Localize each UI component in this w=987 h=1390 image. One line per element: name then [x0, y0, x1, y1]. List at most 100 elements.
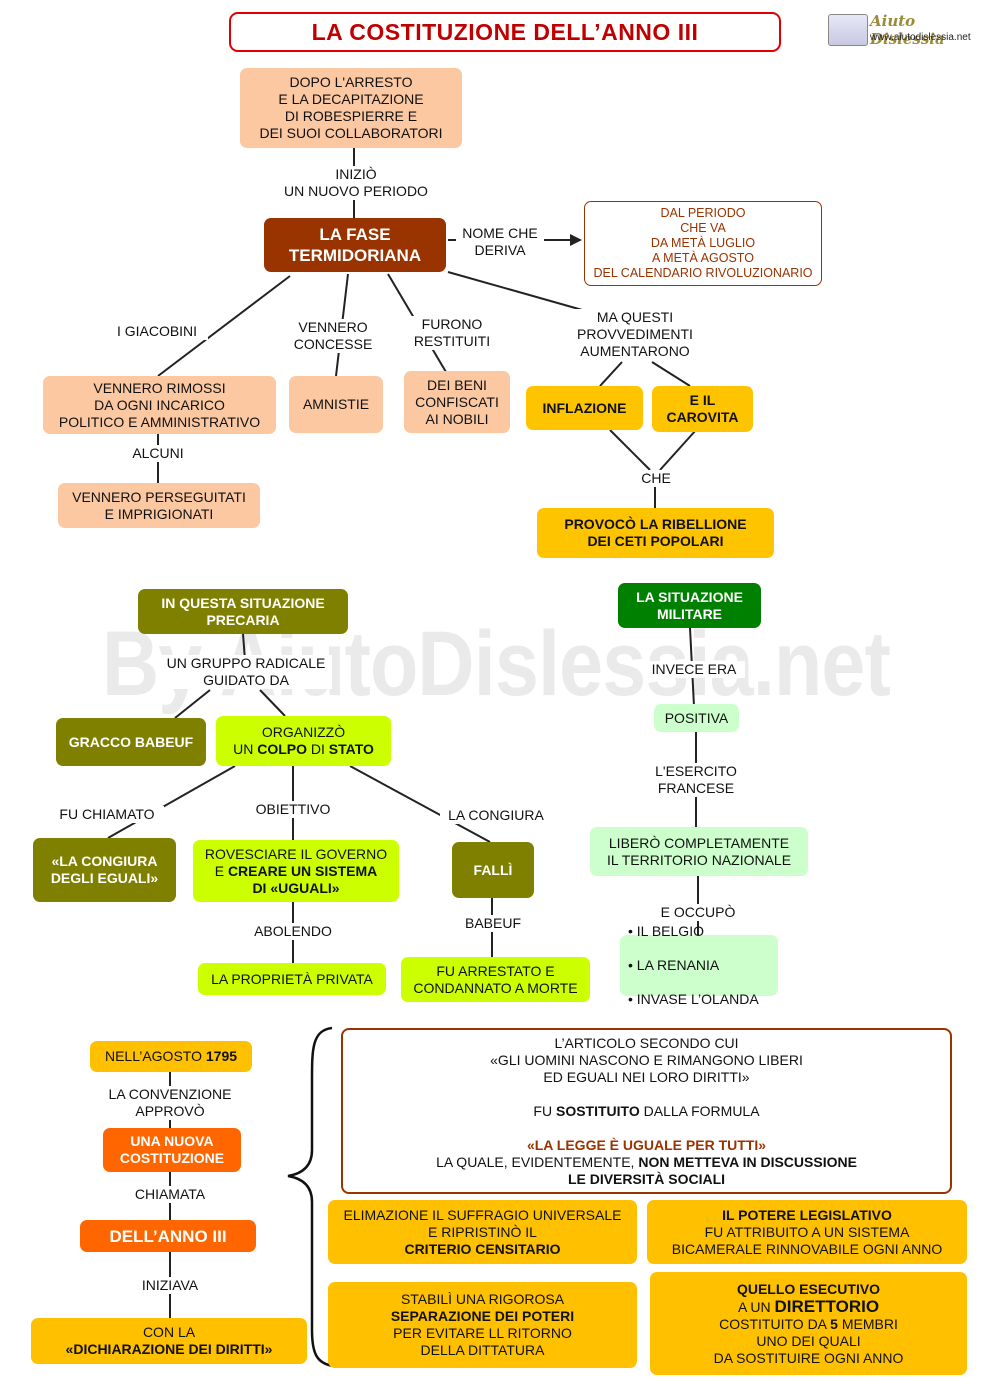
legislativo-box: IL POTERE LEGISLATIVO FU ATTRIBUITO A UN…	[647, 1200, 967, 1264]
link-abolendo: ABOLENDO	[246, 923, 340, 940]
agosto-pre: NELL’AGOSTO	[104, 1048, 206, 1064]
articolo-text-2: FU SOSTITUITO DALLA FORMULA	[533, 1103, 759, 1120]
central-fase-termidoriana: LA FASE TERMIDORIANA	[264, 218, 446, 272]
suffragio-a: ELIMAZIONE IL SUFFRAGIO UNIVERSALE E RIP…	[343, 1206, 622, 1240]
articolo-formula: «LA LEGGE È UGUALE PER TUTTI»	[526, 1136, 767, 1153]
giacobini-box: VENNERO RIMOSSI DA OGNI INCARICO POLITIC…	[43, 376, 276, 434]
positiva-box: POSITIVA	[654, 704, 739, 732]
situazione-militare-box: LA SITUAZIONE MILITARE	[618, 583, 761, 628]
legislativo-a: IL POTERE LEGISLATIVO	[722, 1206, 892, 1223]
inflazione-box: INFLAZIONE	[526, 386, 643, 430]
occupazioni-list: • IL BELGIO • LA RENANIA • INVASE L’OLAN…	[628, 906, 759, 1025]
dichiarazione-pre: CON LA	[142, 1324, 196, 1340]
logo-url: www.aiutodislessia.net	[870, 32, 971, 43]
articolo-text-1: L’ARTICOLO SECONDO CUI «GLI UOMINI NASCO…	[490, 1034, 803, 1085]
link-inizio: INIZIÒ UN NUOVO PERIODO	[276, 166, 436, 200]
proprieta-box: LA PROPRIETÀ PRIVATA	[198, 963, 386, 995]
esecutivo-f: MEMBRI	[837, 1315, 898, 1332]
esecutivo-line-2: A UN DIRETTORIO	[738, 1298, 879, 1316]
esecutivo-d: COSTITUITO DA	[719, 1315, 831, 1332]
obiettivo-box: ROVESCIARE IL GOVERNO E CREARE UN SISTEM…	[193, 840, 399, 902]
link-congiura: LA CONGIURA	[440, 807, 552, 824]
agosto-box: NELL’AGOSTO 1795	[90, 1041, 252, 1072]
link-concesse: VENNERO CONCESSE	[288, 319, 378, 353]
nuova-costituzione-box: UNA NUOVA COSTITUZIONE	[103, 1128, 241, 1172]
ribellione-box: PROVOCÒ LA RIBELLIONE DEI CETI POPOLARI	[537, 508, 774, 558]
articolo-2a: FU	[533, 1102, 556, 1119]
articolo-text-5: LE DIVERSITÀ SOCIALI	[567, 1170, 726, 1187]
arrestato-box: FU ARRESTATO E CONDANNATO A MORTE	[401, 957, 590, 1002]
logo-brand: Aiuto Dislessia	[870, 12, 945, 48]
link-babeuf: BABEUF	[458, 915, 528, 932]
legislativo-b: FU ATTRIBUITO A UN SISTEMA BICAMERALE RI…	[671, 1223, 943, 1257]
separazione-a: STABILÌ UNA RIGOROSA	[400, 1291, 565, 1307]
link-nome: NOME CHE DERIVA	[456, 225, 544, 259]
link-giacobini: I GIACOBINI	[106, 323, 208, 340]
obiettivo-d: DI «UGUALI»	[252, 879, 340, 896]
page-title: LA COSTITUZIONE DELL’ANNO III	[229, 12, 781, 52]
link-aumentarono: MA QUESTI PROVVEDIMENTI AUMENTARONO	[568, 309, 702, 360]
list-item: • INVASE L’OLANDA	[628, 991, 759, 1007]
colpo-line: UN COLPO DI STATO	[233, 741, 374, 758]
intro-box: DOPO L'ARRESTO E LA DECAPITAZIONE DI ROB…	[240, 68, 462, 148]
link-invece: INVECE ERA	[643, 661, 745, 678]
suffragio-b: CRITERIO CENSITARIO	[404, 1240, 561, 1257]
congiura-eguali-box: «LA CONGIURA DEGLI EGUALI»	[33, 838, 176, 902]
articolo-box: L’ARTICOLO SECONDO CUI «GLI UOMINI NASCO…	[341, 1028, 952, 1194]
articolo-4b: NON METTEVA IN DISCUSSIONE	[638, 1153, 857, 1170]
list-item: • LA RENANIA	[628, 957, 720, 973]
esecutivo-g: UNO DEI QUALI DA SOSTITUIRE OGNI ANNO	[713, 1332, 904, 1366]
list-item: • IL BELGIO	[628, 923, 704, 939]
perseguitati-box: VENNERO PERSEGUITATI E IMPRIGIONATI	[58, 483, 260, 528]
colpo-stato-box: ORGANIZZÒ UN COLPO DI STATO	[216, 716, 391, 766]
link-alcuni: ALCUNI	[120, 445, 196, 462]
link-iniziava: INIZIAVA	[128, 1277, 212, 1294]
esecutivo-a: QUELLO ESECUTIVO	[736, 1280, 881, 1297]
link-chiamata: CHIAMATA	[124, 1186, 216, 1203]
carovita-box: E IL CAROVITA	[652, 386, 753, 432]
amnistie-box: AMNISTIE	[289, 376, 383, 433]
esecutivo-box: QUELLO ESECUTIVO A UN DIRETTORIO COSTITU…	[650, 1272, 967, 1375]
articolo-text-4: LA QUALE, EVIDENTEMENTE, NON METTEVA IN …	[436, 1154, 857, 1171]
list-item-text: LA RENANIA	[636, 957, 720, 973]
colpo-pre: ORGANIZZÒ	[261, 724, 346, 740]
colpo-stato: STATO	[328, 741, 374, 757]
link-esercito: L'ESERCITO FRANCESE	[646, 763, 746, 797]
link-che: CHE	[636, 470, 676, 487]
list-item-text: INVASE L’OLANDA	[636, 991, 759, 1007]
anno-iii-box: DELL’ANNO III	[80, 1220, 256, 1252]
dichiarazione-box: CON LA «DICHIARAZIONE DEI DIRITTI»	[31, 1318, 307, 1364]
book-logo-icon	[828, 14, 868, 46]
suffragio-box: ELIMAZIONE IL SUFFRAGIO UNIVERSALE E RIP…	[328, 1200, 637, 1264]
occupazioni-box: • IL BELGIO • LA RENANIA • INVASE L’OLAN…	[620, 923, 778, 1007]
periodo-box: DAL PERIODO CHE VA DA METÀ LUGLIO A METÀ…	[584, 201, 822, 286]
dichiarazione-title: «DICHIARAZIONE DEI DIRITTI»	[65, 1341, 273, 1357]
esecutivo-line-3: COSTITUITO DA 5 MEMBRI	[719, 1316, 898, 1333]
link-gruppo: UN GRUPPO RADICALE GUIDATO DA	[160, 655, 332, 689]
agosto-year: 1795	[205, 1048, 238, 1064]
articolo-2b: SOSTITUITO	[555, 1102, 640, 1119]
list-item-text: IL BELGIO	[636, 923, 704, 939]
page-title-text: LA COSTITUZIONE DELL’ANNO III	[311, 18, 699, 45]
obiettivo-line: E CREARE UN SISTEMA	[215, 863, 378, 880]
obiettivo-a: ROVESCIARE IL GOVERNO	[204, 845, 388, 862]
separazione-box: STABILÌ UNA RIGOROSA SEPARAZIONE DEI POT…	[328, 1282, 637, 1368]
articolo-4a: LA QUALE, EVIDENTEMENTE,	[436, 1153, 639, 1170]
colpo-un: UN	[233, 741, 258, 757]
esecutivo-c: DIRETTORIO	[774, 1296, 880, 1316]
link-convenzione: LA CONVENZIONE APPROVÒ	[98, 1086, 242, 1120]
separazione-c: PER EVITARE LL RITORNO DELLA DITTATURA	[393, 1325, 572, 1358]
colpo-word: COLPO	[257, 741, 307, 757]
articolo-2c: DALLA FORMULA	[639, 1102, 760, 1119]
obiettivo-c: CREARE UN SISTEMA	[227, 862, 378, 879]
esecutivo-e: 5	[830, 1315, 838, 1332]
beni-box: DEI BENI CONFISCATI AI NOBILI	[404, 371, 510, 433]
link-obiettivo: OBIETTIVO	[246, 801, 340, 818]
logo: Aiuto Dislessia www.aiutodislessia.net	[828, 12, 980, 48]
obiettivo-b: E	[214, 862, 228, 879]
link-chiamato: FU CHIAMATO	[50, 806, 164, 823]
separazione-b: SEPARAZIONE DEI POTERI	[390, 1308, 575, 1324]
esecutivo-b: A UN	[737, 1298, 775, 1315]
link-occupo: E OCCUPÒ	[652, 904, 744, 921]
babeuf-box: GRACCO BABEUF	[56, 718, 206, 766]
